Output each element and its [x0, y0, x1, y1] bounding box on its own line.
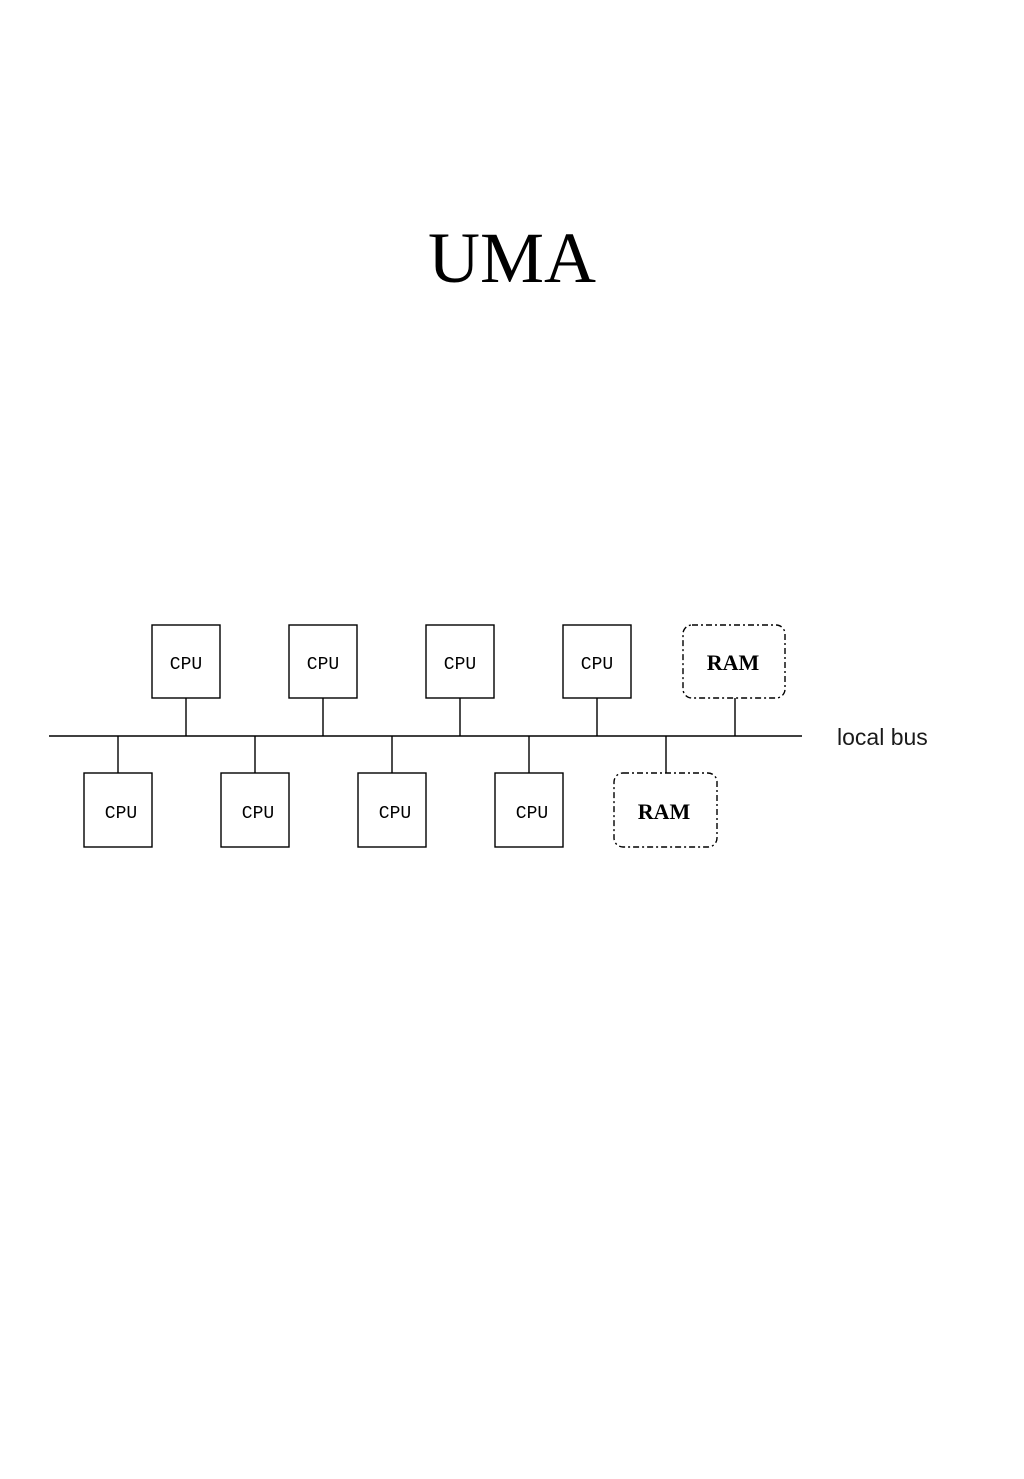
top-node-3: CPU: [425, 624, 495, 736]
bottom-node-1-box: [83, 772, 153, 848]
bottom-node-1-label: CPU: [105, 804, 137, 824]
bottom-node-3-label: CPU: [379, 804, 411, 824]
bottom-node-4-box: [494, 772, 564, 848]
top-node-2-label: CPU: [307, 655, 339, 675]
top-node-5-ram: RAM: [682, 624, 786, 736]
bottom-node-3: CPU: [357, 736, 427, 848]
bottom-node-1: CPU: [83, 736, 153, 848]
top-node-4-box: [562, 624, 632, 699]
bottom-node-4-label: CPU: [516, 804, 548, 824]
bottom-node-5-ram: RAM: [613, 736, 718, 848]
bottom-node-2-label: CPU: [242, 804, 274, 824]
local-bus-label: local bus: [837, 724, 928, 750]
top-node-4: CPU: [562, 624, 632, 736]
top-node-5-label: RAM: [707, 650, 760, 675]
bottom-node-5-label: RAM: [638, 799, 691, 824]
top-node-3-label: CPU: [444, 655, 476, 675]
top-node-5-box: [682, 624, 786, 699]
slide-title: UMA: [427, 218, 596, 298]
bottom-node-2: CPU: [220, 736, 290, 848]
bottom-node-4: CPU: [494, 736, 564, 848]
top-node-2: CPU: [288, 624, 358, 736]
top-node-1: CPU: [151, 624, 221, 736]
bottom-node-5-box: [613, 772, 718, 848]
top-node-2-box: [288, 624, 358, 699]
top-node-3-box: [425, 624, 495, 699]
bottom-node-2-box: [220, 772, 290, 848]
bottom-node-3-box: [357, 772, 427, 848]
top-node-1-box: [151, 624, 221, 699]
top-node-1-label: CPU: [170, 655, 202, 675]
top-node-4-label: CPU: [581, 655, 613, 675]
